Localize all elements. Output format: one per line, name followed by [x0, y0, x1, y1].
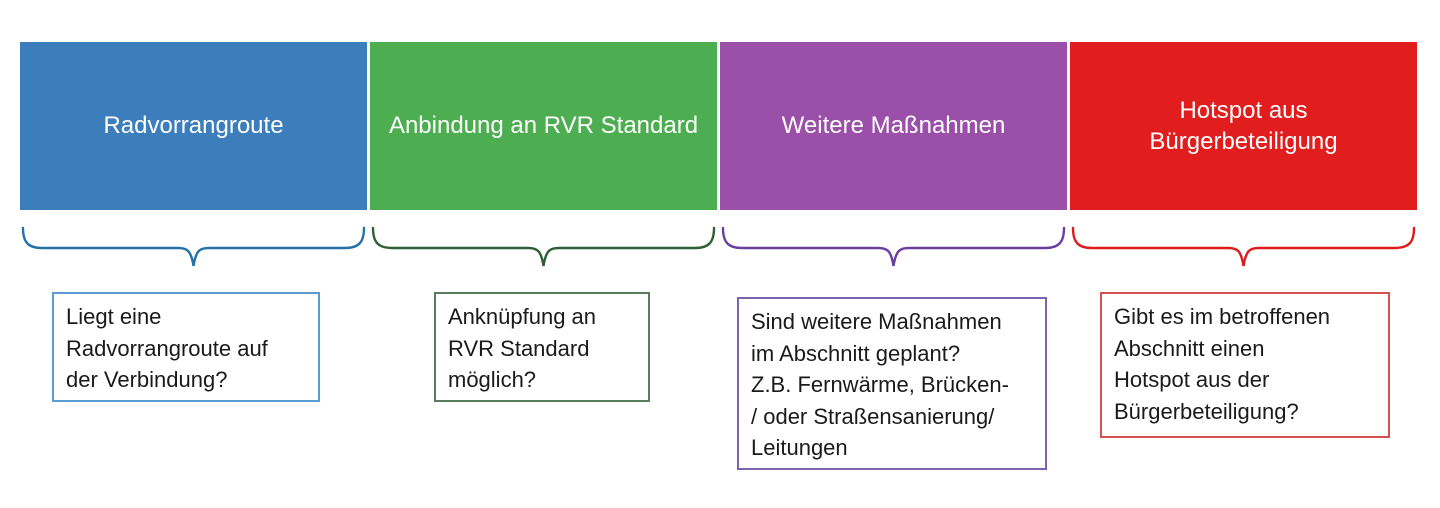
category-header-box: Radvorrangroute	[20, 42, 367, 210]
curly-brace-icon	[371, 226, 716, 267]
curly-brace-icon	[1071, 226, 1416, 267]
category-header-box: Anbindung an RVR Standard	[370, 42, 717, 210]
curly-brace-icon	[721, 226, 1066, 267]
category-column-radvorrangroute: Radvorrangroute Liegt eine Radvorrangrou…	[20, 42, 367, 482]
category-header-box: Hotspot aus Bürgerbeteiligung	[1070, 42, 1417, 210]
curly-brace-icon	[21, 226, 366, 267]
category-column-hotspot-buergerbeteiligung: Hotspot aus Bürgerbeteiligung Gibt es im…	[1070, 42, 1417, 482]
category-header-box: Weitere Maßnahmen	[720, 42, 1067, 210]
category-header-label: Radvorrangroute	[103, 112, 284, 140]
category-description-box: Sind weitere Maßnahmen im Abschnitt gepl…	[737, 297, 1047, 470]
category-column-anbindung-rvr-standard: Anbindung an RVR Standard Anknüpfung an …	[370, 42, 717, 482]
category-column-weitere-massnahmen: Weitere Maßnahmen Sind weitere Maßnahmen…	[720, 42, 1067, 482]
category-header-label: Anbindung an RVR Standard	[388, 112, 699, 140]
category-description-box: Liegt eine Radvorrangroute auf der Verbi…	[52, 292, 320, 402]
category-header-label: Weitere Maßnahmen	[781, 112, 1006, 140]
category-description-box: Gibt es im betroffenen Abschnitt einen H…	[1100, 292, 1390, 438]
category-description-box: Anknüpfung an RVR Standard möglich?	[434, 292, 650, 402]
category-header-label: Hotspot aus Bürgerbeteiligung	[1149, 96, 1338, 155]
